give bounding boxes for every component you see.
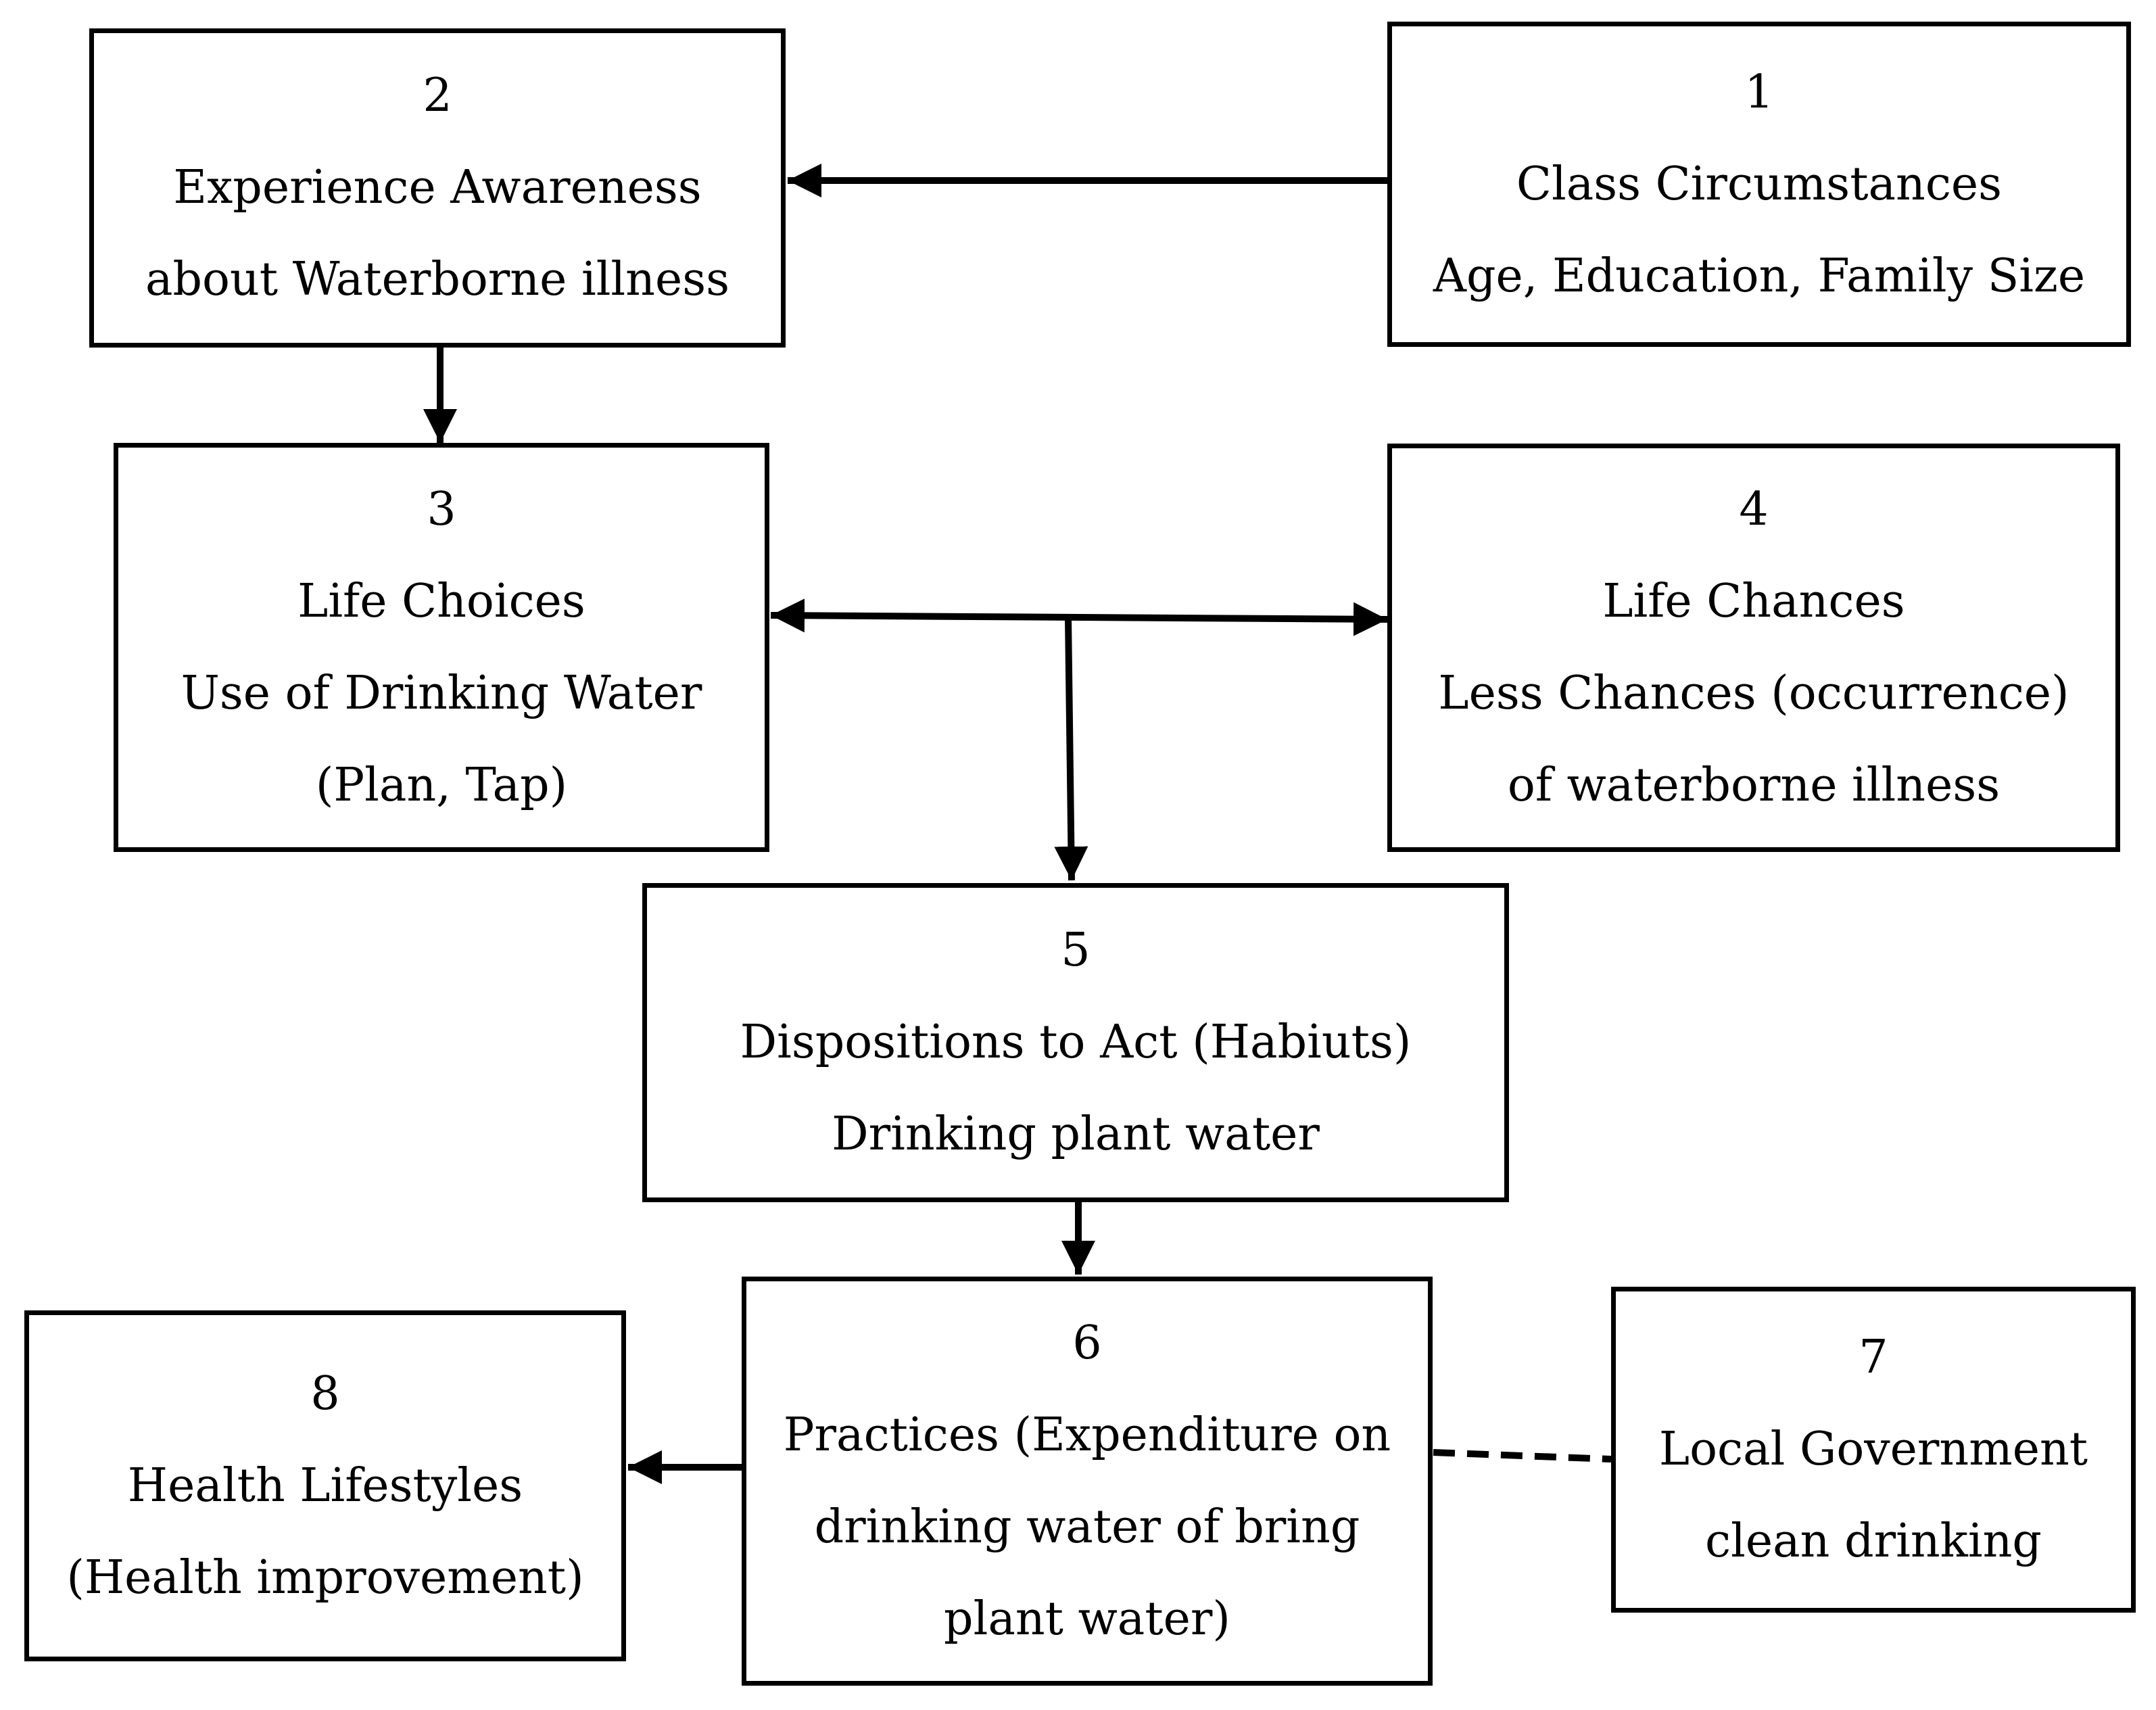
node-number: 8: [310, 1367, 340, 1421]
node-3: 3 Life Choices Use of Drinking Water (Pl…: [114, 443, 769, 852]
node-4: 4 Life Chances Less Chances (occurrence)…: [1387, 444, 2120, 852]
node-7: 7 Local Government clean drinking: [1611, 1287, 2136, 1613]
node-number: 6: [1072, 1316, 1102, 1370]
node-detail: clean drinking: [1705, 1515, 2042, 1568]
node-title: Local Government: [1658, 1423, 2088, 1476]
node-number: 4: [1739, 483, 1769, 536]
node-detail: (Health improvement): [66, 1550, 584, 1605]
node-detail: drinking water of bring: [814, 1500, 1360, 1554]
edge-3-to-4: [770, 598, 1388, 636]
node-number: 5: [1061, 924, 1091, 977]
node-2: 2 Experience Awareness about Waterborne …: [89, 28, 786, 348]
node-detail: Use of Drinking Water: [181, 666, 702, 720]
node-5: 5 Dispositions to Act (Habiuts) Drinking…: [642, 883, 1509, 1202]
node-detail: of waterborne illness: [1507, 759, 2001, 812]
node-number: 3: [427, 482, 456, 536]
node-detail: about Waterborne illness: [145, 253, 730, 306]
node-title: Practices (Expenditure on: [783, 1408, 1391, 1462]
node-title: Class Circumstances: [1516, 157, 2003, 211]
node-title: Life Choices: [297, 574, 585, 628]
node-title: Experience Awareness: [173, 161, 702, 214]
node-number: 1: [1744, 65, 1774, 119]
node-detail: Drinking plant water: [832, 1108, 1320, 1161]
edge-link-to-5: [1054, 617, 1088, 881]
node-detail: plant water): [944, 1592, 1230, 1646]
node-title: Life Chances: [1602, 575, 1905, 628]
node-8: 8 Health Lifestyles (Health improvement): [24, 1310, 626, 1661]
node-1: 1 Class Circumstances Age, Education, Fa…: [1387, 22, 2131, 347]
node-detail: Less Chances (occurrence): [1438, 667, 2069, 720]
node-number: 7: [1859, 1331, 1888, 1384]
node-6: 6 Practices (Expenditure on drinking wat…: [742, 1277, 1433, 1686]
node-title: Health Lifestyles: [127, 1458, 523, 1513]
node-detail: Age, Education, Family Size: [1433, 249, 2086, 303]
node-title: Dispositions to Act (Habiuts): [740, 1016, 1412, 1069]
edge-6-to-7-dashed: [1433, 1449, 1612, 1463]
node-number: 2: [423, 69, 452, 122]
node-detail: (Plan, Tap): [315, 758, 568, 812]
